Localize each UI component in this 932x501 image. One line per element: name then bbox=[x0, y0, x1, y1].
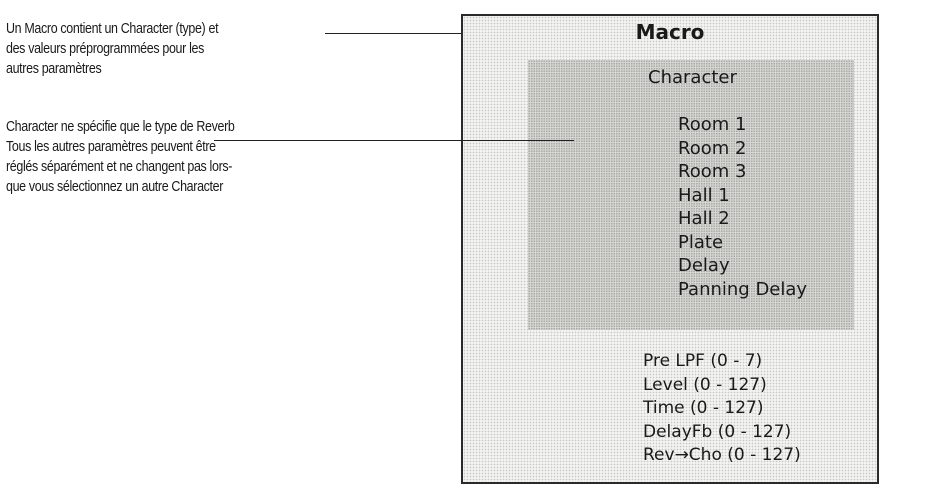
character-item: Room 2 bbox=[678, 137, 747, 159]
character-leader-line bbox=[214, 140, 574, 141]
annotation-line: Character ne spécifie que le type de Rev… bbox=[6, 119, 235, 135]
character-item: Hall 2 bbox=[678, 208, 730, 229]
macro-annotation: Un Macro contient un Character (type) et… bbox=[6, 19, 298, 79]
annotation-line: Tous les autres paramètres peuvent être bbox=[6, 139, 216, 155]
character-title: Character bbox=[648, 67, 737, 88]
character-item: Plate bbox=[678, 231, 724, 253]
macro-leader-line bbox=[325, 33, 461, 34]
parameter-item: Pre LPF (0 - 7) bbox=[643, 351, 763, 371]
character-list: Room 1 Room 2 Room 3 Hall 1 Hall 2 Plate… bbox=[678, 113, 807, 301]
annotation-line: que vous sélectionnez un autre Character bbox=[6, 179, 224, 195]
macro-title: Macro bbox=[635, 20, 705, 44]
annotation-line: Un Macro contient un Character (type) et bbox=[6, 21, 219, 37]
parameter-item: Level (0 - 127) bbox=[643, 374, 767, 395]
character-item: Hall 1 bbox=[678, 184, 730, 206]
annotation-line: des valeurs préprogrammées pour les bbox=[6, 41, 204, 57]
parameter-item: Time (0 - 127) bbox=[643, 398, 764, 418]
parameter-list: Pre LPF (0 - 7) Level (0 - 127) Time (0 … bbox=[643, 350, 801, 468]
character-item: Room 3 bbox=[678, 161, 747, 182]
parameter-item: Rev→Cho (0 - 127) bbox=[643, 445, 801, 465]
character-panel: Character Room 1 Room 2 Room 3 Hall 1 Ha… bbox=[528, 60, 854, 330]
parameter-item: DelayFb (0 - 127) bbox=[643, 421, 792, 442]
character-item: Panning Delay bbox=[678, 278, 808, 300]
macro-box: Macro Character Room 1 Room 2 Room 3 Hal… bbox=[461, 14, 879, 484]
character-item: Delay bbox=[678, 255, 730, 276]
annotation-line: autres paramètres bbox=[6, 61, 102, 77]
character-annotation: Character ne spécifie que le type de Rev… bbox=[6, 117, 298, 197]
annotation-line: réglés séparément et ne changent pas lor… bbox=[6, 159, 233, 175]
character-item: Room 1 bbox=[678, 114, 747, 135]
